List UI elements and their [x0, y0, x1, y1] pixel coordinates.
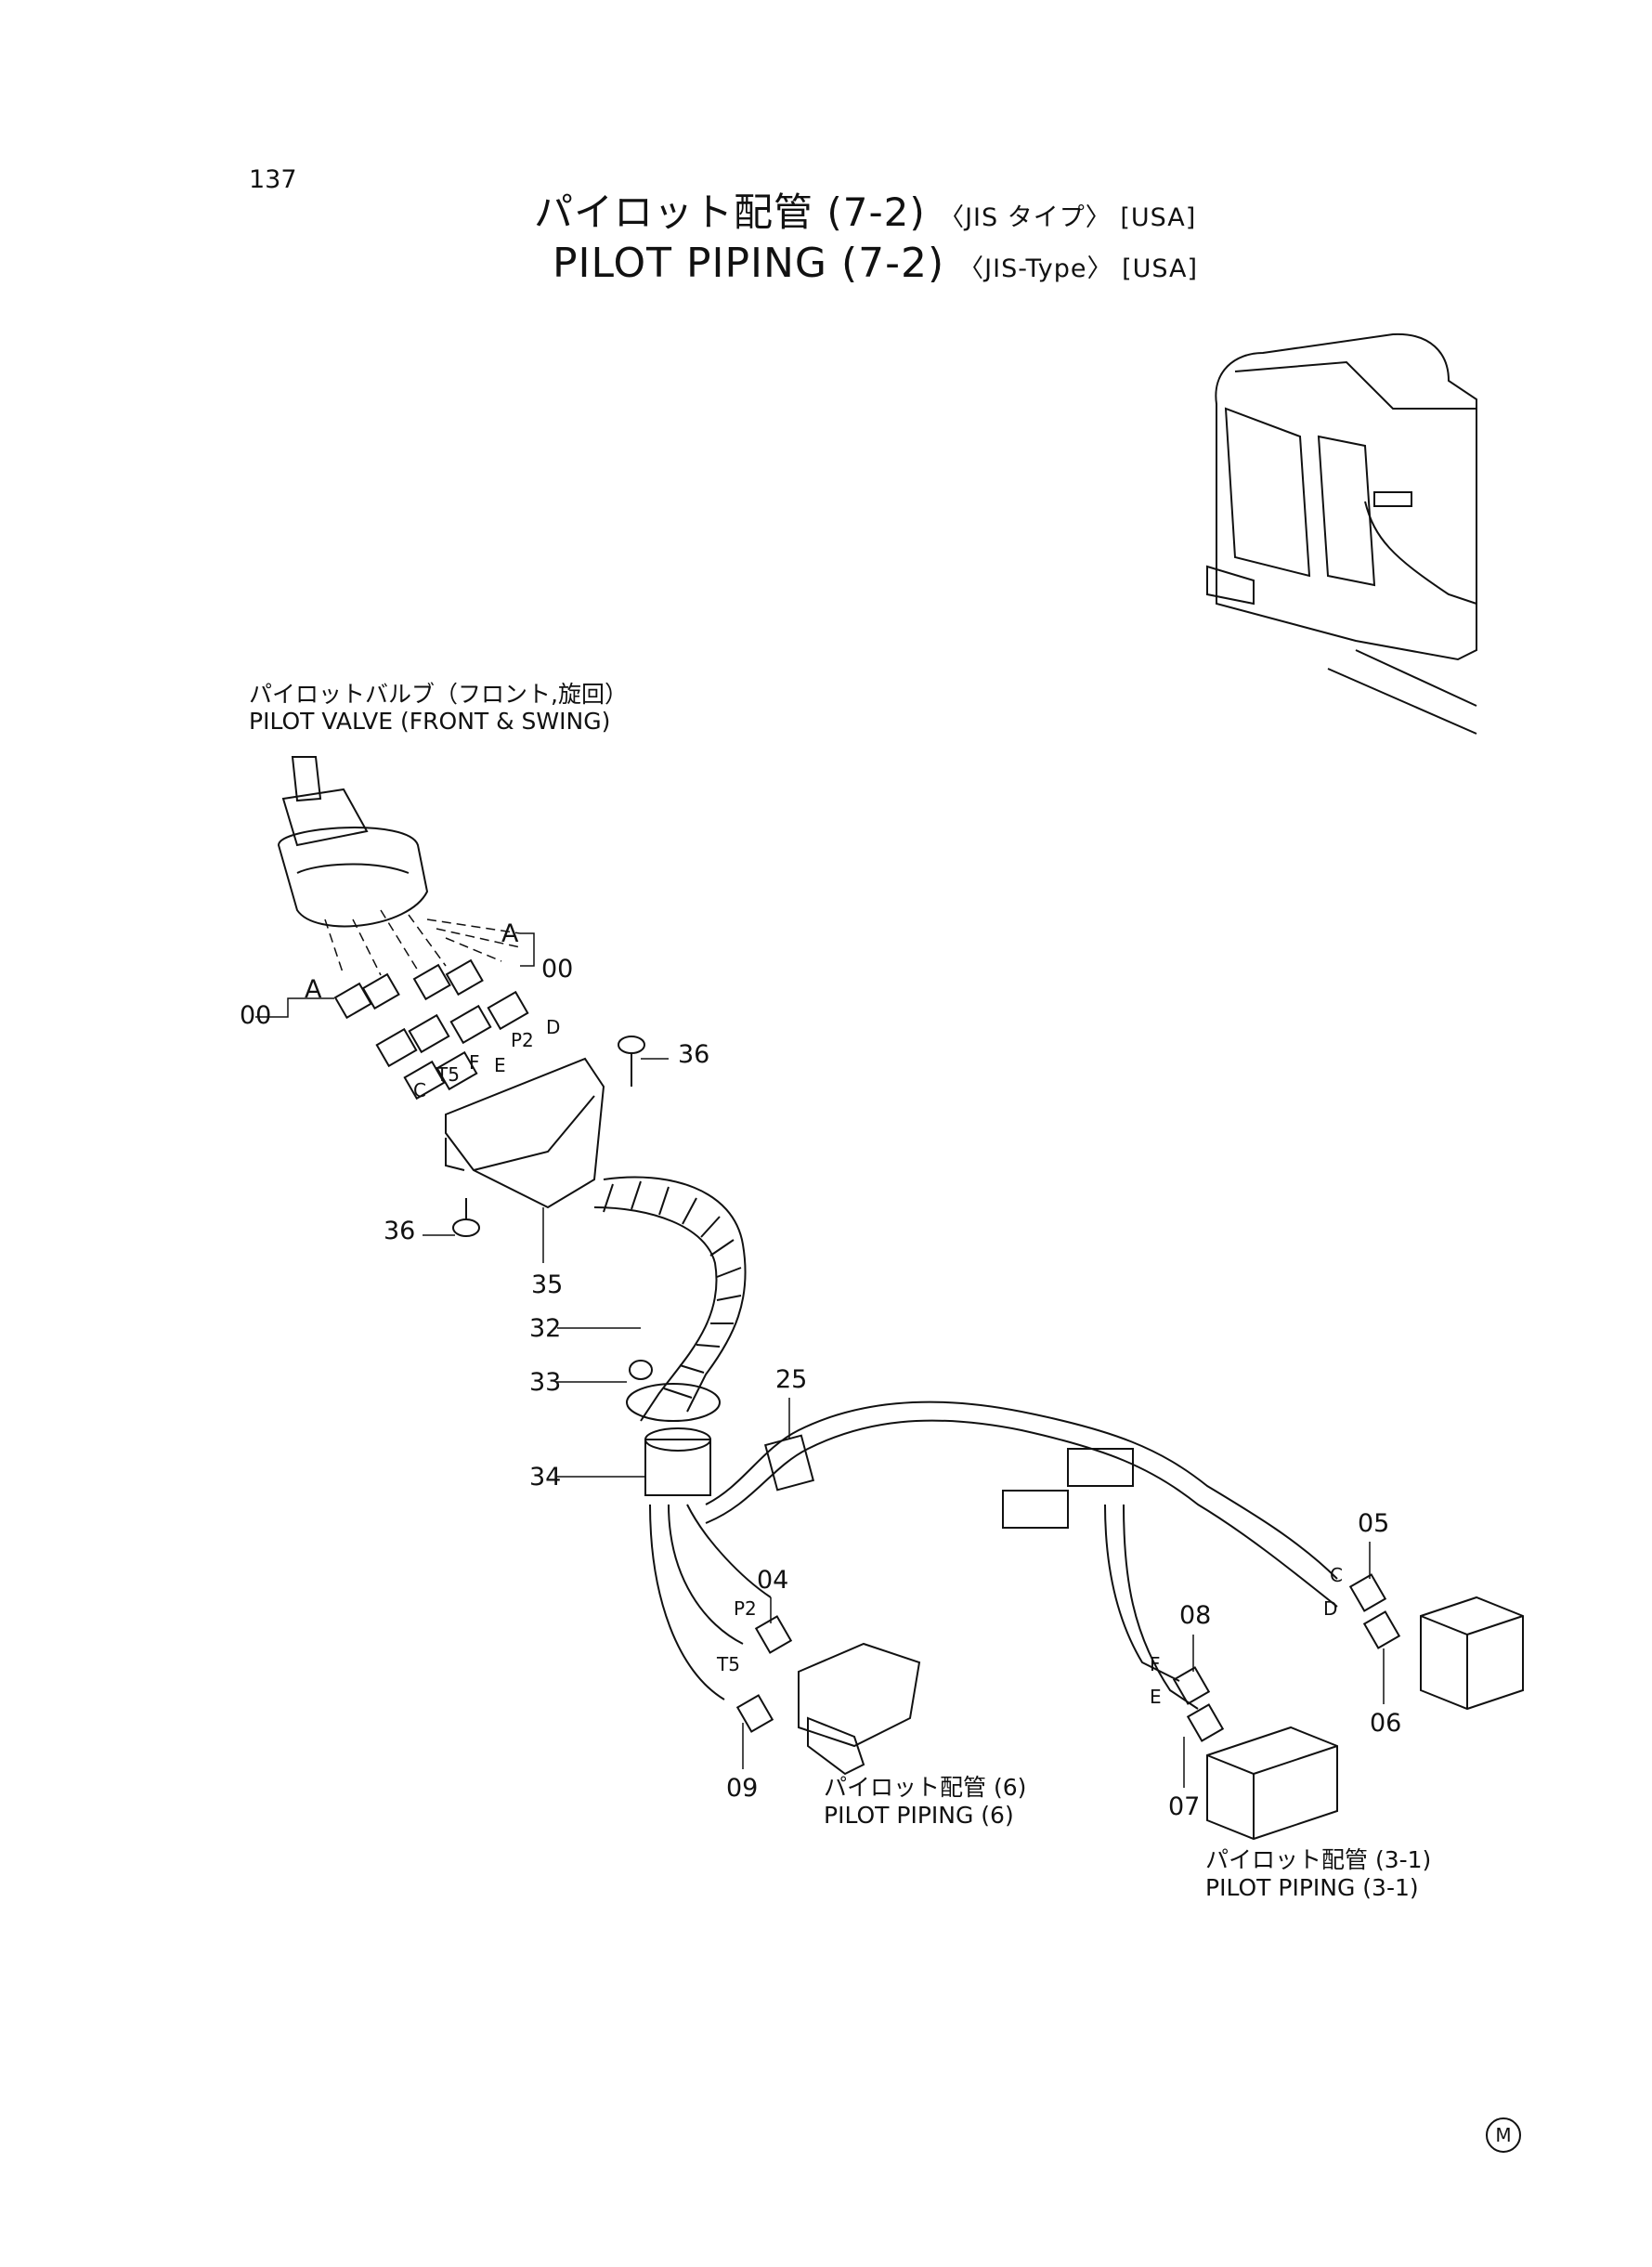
title-jp-sub: 〈JIS タイプ〉 [USA] — [939, 203, 1197, 232]
screw-36-left — [452, 1198, 480, 1237]
callout-09: 09 — [726, 1774, 759, 1803]
corrugated-hose-32 — [593, 1176, 747, 1422]
pilot-piping6-label-jp: パイロット配管 (6) — [824, 1774, 1027, 1801]
callout-04: 04 — [757, 1566, 789, 1595]
box-piping31 — [1206, 1726, 1338, 1841]
fitting-05 — [1348, 1573, 1387, 1612]
pilot-valve-label-en: PILOT VALVE (FRONT & SWING) — [249, 708, 611, 735]
callout-a-left: A — [305, 975, 322, 1004]
callout-32: 32 — [529, 1314, 562, 1343]
port-label-p2-top: P2 — [511, 1029, 534, 1051]
title-english: PILOT PIPING (7-2) 〈JIS-Type〉 [USA] — [553, 240, 1198, 287]
pilot-piping31-label-jp: パイロット配管 (3-1) — [1205, 1846, 1432, 1873]
fitting-04 — [754, 1615, 793, 1654]
title-japanese: パイロット配管 (7-2) 〈JIS タイプ〉 [USA] — [534, 181, 1196, 238]
port-label-f-low: F — [1150, 1653, 1161, 1675]
clamp-33 — [626, 1360, 721, 1422]
port-label-c-top: C — [413, 1079, 426, 1101]
callout-35: 35 — [531, 1270, 564, 1299]
callout-36-top: 36 — [678, 1040, 710, 1069]
excavator-cab-inset — [1206, 332, 1477, 735]
title-en-sub: 〈JIS-Type〉 [USA] — [958, 254, 1199, 283]
port-label-t5-low: T5 — [717, 1653, 740, 1675]
fittings-cluster — [333, 958, 529, 1101]
valve-block-piping6 — [798, 1642, 921, 1776]
callout-36-left: 36 — [384, 1217, 416, 1245]
port-label-c-low: C — [1330, 1564, 1343, 1586]
port-label-p2-low: P2 — [734, 1597, 757, 1620]
port-label-d-top: D — [546, 1016, 561, 1038]
clamp-25 — [763, 1434, 815, 1492]
circled-m-mark: M — [1486, 2117, 1521, 2153]
fitting-08 — [1172, 1666, 1211, 1705]
callout-00-left: 00 — [240, 1001, 272, 1030]
page-number: 137 — [249, 165, 297, 194]
callout-08: 08 — [1179, 1601, 1212, 1630]
box-right — [1420, 1596, 1524, 1711]
callout-25: 25 — [775, 1365, 808, 1394]
callout-34: 34 — [529, 1463, 562, 1492]
port-label-e-top: E — [494, 1054, 506, 1076]
fitting-07 — [1186, 1703, 1225, 1742]
callout-00-top: 00 — [541, 955, 574, 984]
title-en-main: PILOT PIPING (7-2) — [553, 240, 945, 287]
hose-bundle — [649, 1401, 1338, 1710]
screw-36-top — [618, 1036, 645, 1087]
bracket-35 — [445, 1057, 605, 1209]
callout-a-top: A — [501, 919, 519, 948]
rubber-mount — [1002, 1448, 1134, 1529]
dashed-leaders — [324, 909, 521, 976]
pilot-valve — [277, 756, 429, 928]
port-label-f-top: F — [469, 1051, 480, 1074]
callout-33: 33 — [529, 1368, 562, 1397]
fitting-09 — [735, 1694, 774, 1733]
port-label-t5-top: T5 — [436, 1063, 460, 1086]
port-label-d-low: D — [1323, 1597, 1338, 1620]
pilot-piping31-label-en: PILOT PIPING (3-1) — [1205, 1874, 1419, 1901]
port-label-e-low: E — [1150, 1686, 1162, 1708]
grommet-34 — [644, 1427, 711, 1496]
callout-05: 05 — [1358, 1509, 1390, 1538]
pilot-piping6-label-en: PILOT PIPING (6) — [824, 1802, 1014, 1829]
title-jp-main: パイロット配管 (7-2) — [534, 189, 926, 235]
callout-07: 07 — [1168, 1792, 1201, 1821]
fitting-06 — [1362, 1610, 1401, 1649]
leader-lines — [255, 932, 1385, 1788]
callout-06: 06 — [1370, 1709, 1402, 1738]
pilot-valve-label-jp: パイロットバルブ（フロント,旋回） — [249, 681, 628, 708]
